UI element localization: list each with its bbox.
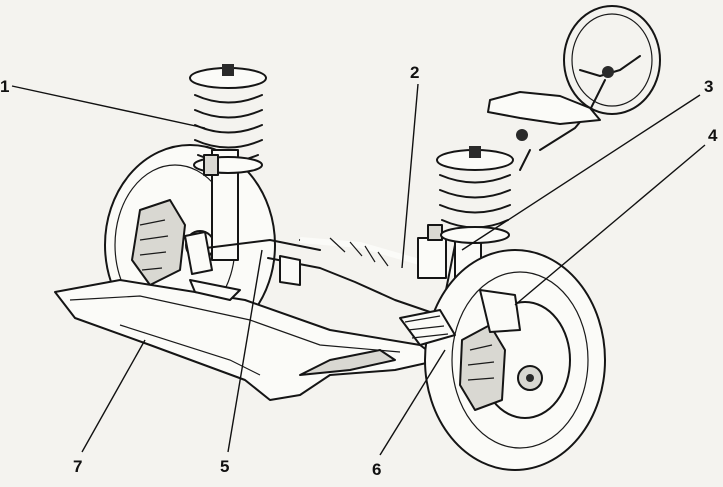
- steering-wheel: [487, 5, 661, 171]
- callout-6: 6: [372, 460, 381, 479]
- leader-4: [514, 144, 706, 306]
- left-driveshaft: [184, 231, 431, 313]
- callout-3: 3: [704, 77, 713, 96]
- leader-2: [401, 83, 419, 269]
- callout-5: 5: [220, 457, 229, 476]
- right-wheel: [424, 249, 606, 471]
- steering-rack: [299, 224, 461, 279]
- leader-1: [11, 85, 206, 129]
- callout-7: 7: [73, 457, 82, 476]
- right-wheel-hub-knuckle: [399, 289, 521, 346]
- leader-7: [81, 339, 146, 453]
- leader-5: [227, 249, 263, 453]
- callout-2: 2: [410, 63, 419, 82]
- callout-4: 4: [708, 126, 718, 145]
- callout-1: 1: [0, 77, 9, 96]
- leader-6: [379, 349, 446, 456]
- leader-lines: [11, 83, 706, 456]
- leader-3: [461, 94, 701, 251]
- callout-labels: 1 2 3 4 5 6 7: [0, 63, 718, 479]
- left-coil-spring-strut: [189, 64, 267, 261]
